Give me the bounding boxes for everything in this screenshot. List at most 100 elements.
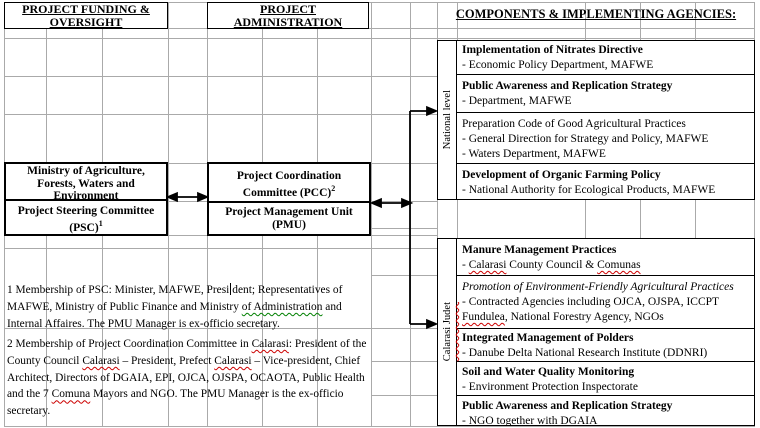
footnote-text: – President, Prefect bbox=[119, 354, 215, 367]
text-cursor bbox=[230, 283, 232, 295]
component-agency: - Contracted Agencies including OJCA, OJ… bbox=[462, 296, 719, 323]
ministry-line: Forests, Waters and bbox=[37, 177, 135, 190]
grid-line bbox=[437, 2, 438, 426]
ministry-line: Ministry of Agriculture, bbox=[27, 165, 145, 177]
component-box-good-practices: Preparation Code of Good Agricultural Pr… bbox=[457, 113, 754, 164]
misspelled-word: Fundulea bbox=[462, 311, 505, 323]
national-level-label-column: National level bbox=[438, 41, 457, 199]
header-project-administration: PROJECT ADMINISTRATION bbox=[207, 2, 369, 29]
component-box-awareness-national: Public Awareness and Replication Strateg… bbox=[457, 75, 754, 113]
grid-line bbox=[371, 361, 437, 362]
footnote-ref: 1 bbox=[98, 218, 103, 228]
pcc-pmu-box: Project Coordination Committee (PCC)2 Pr… bbox=[207, 162, 371, 236]
psc-line: Project Steering Committee bbox=[17, 205, 155, 217]
pcc-abbr: Committee (PCC) bbox=[242, 186, 332, 199]
component-box-nitrates: Implementation of Nitrates Directive - E… bbox=[457, 41, 754, 75]
component-title: Preparation Code of Good Agricultural Pr… bbox=[462, 118, 686, 130]
grid-line bbox=[4, 426, 755, 427]
grid-line bbox=[4, 2, 755, 3]
component-agency: - National Authority for Ecological Prod… bbox=[462, 184, 716, 196]
grid-line bbox=[457, 2, 458, 426]
component-box-manure: Manure Management Practices - Calarasi C… bbox=[457, 239, 754, 276]
component-box-promotion: Promotion of Environment-Friendly Agricu… bbox=[457, 276, 754, 329]
component-title: Promotion of Environment-Friendly Agricu… bbox=[462, 281, 734, 293]
grid-line bbox=[695, 2, 696, 426]
grammar-flagged-phrase: of Administration bbox=[241, 300, 323, 313]
national-level-group: National level Implementation of Nitrate… bbox=[437, 40, 755, 200]
ministry-psc-box: Ministry of Agriculture, Forests, Waters… bbox=[4, 162, 168, 236]
footnote-psc-membership: 1 Membership of PSC: Minister, MAFWE, Pr… bbox=[7, 282, 375, 332]
pcc-line: Project Coordination bbox=[236, 170, 342, 182]
component-title: Development of Organic Farming Policy bbox=[462, 169, 661, 181]
grid-line bbox=[410, 2, 411, 426]
header-line: ADMINISTRATION bbox=[233, 15, 343, 29]
footnote-ref: 2 bbox=[331, 183, 336, 193]
component-box-awareness-calarasi: Public Awareness and Replication Strateg… bbox=[457, 396, 754, 425]
pcc-cell: Project Coordination Committee (PCC)2 bbox=[209, 164, 369, 203]
calarasi-judet-label: Calarasi Judet bbox=[441, 302, 453, 362]
component-agency: - NGO together with DGAIA bbox=[462, 415, 598, 425]
footnote-text: : President of the County Council bbox=[7, 338, 367, 367]
grid-line bbox=[371, 228, 437, 229]
component-box-soil-water: Soil and Water Quality Monitoring - Envi… bbox=[457, 362, 754, 396]
misspelled-word: Calarasi bbox=[251, 338, 289, 350]
national-boxes: Implementation of Nitrates Directive - E… bbox=[457, 41, 754, 199]
component-agency: - Environment Protection Inspectorate bbox=[462, 381, 638, 393]
component-box-polders: Integrated Management of Polders - Danub… bbox=[457, 329, 754, 362]
grid-line bbox=[371, 395, 437, 396]
component-agency: - Economic Policy Department, MAFWE bbox=[462, 59, 654, 71]
footnote-text: dent; Representatives of MAFWE, Ministry… bbox=[7, 284, 343, 313]
grid-line bbox=[4, 28, 755, 29]
arrowhead-right-icon bbox=[197, 191, 210, 203]
component-box-organic-farming: Development of Organic Farming Policy - … bbox=[457, 164, 754, 199]
pmu-cell: Project Management Unit (PMU) bbox=[209, 203, 369, 231]
psc-cell: Project Steering Committee (PSC)1 bbox=[6, 201, 166, 234]
component-title: Soil and Water Quality Monitoring bbox=[462, 366, 635, 378]
misspelled-word: Comuna bbox=[51, 388, 91, 401]
grid-line bbox=[168, 2, 169, 426]
misspelled-word: Calarasi bbox=[214, 354, 252, 367]
grid-line bbox=[754, 2, 755, 426]
calarasi-judet-group: Calarasi Judet Manure Management Practic… bbox=[437, 238, 755, 426]
component-agency: - Waters Department, MAFWE bbox=[462, 148, 606, 160]
arrowhead-right-icon bbox=[426, 318, 439, 330]
header-components-agencies: COMPONENTS & IMPLEMENTING AGENCIES: bbox=[455, 7, 737, 21]
component-agency: - Calarasi County Council & Comunas bbox=[462, 259, 641, 271]
grid-line bbox=[371, 275, 437, 276]
pcc-line: Committee (PCC)2 bbox=[209, 183, 369, 199]
footnote-pcc-membership: 2 Membership of Project Coordination Com… bbox=[7, 336, 375, 420]
misspelled-word: Calarasi bbox=[82, 354, 120, 367]
footnote-text: 1 Membership of PSC: Minister, MAFWE, Pr… bbox=[7, 284, 230, 296]
component-agency: - General Direction for Strategy and Pol… bbox=[462, 133, 709, 145]
component-title: Public Awareness and Replication Strateg… bbox=[462, 80, 673, 92]
grid-line bbox=[4, 38, 755, 39]
component-title: Implementation of Nitrates Directive bbox=[462, 44, 643, 56]
header-line: PROJECT FUNDING & bbox=[22, 2, 150, 16]
misspelled-word: Comunas bbox=[597, 259, 641, 271]
header-project-funding: PROJECT FUNDING & OVERSIGHT bbox=[4, 2, 168, 29]
component-title: Manure Management Practices bbox=[462, 244, 617, 256]
footnote-text: Mayors and NGO. The PMU Manager is the e… bbox=[7, 388, 344, 418]
calarasi-judet-label-column: Calarasi Judet bbox=[438, 239, 457, 425]
grid-line bbox=[640, 2, 641, 426]
misspelled-word: Calarasi bbox=[468, 259, 507, 271]
component-title: Integrated Management of Polders bbox=[462, 332, 634, 344]
calarasi-boxes: Manure Management Practices - Calarasi C… bbox=[457, 239, 754, 425]
footnote-text: – Vice-president, Chief Architect, Direc… bbox=[7, 354, 365, 401]
ministry-cell: Ministry of Agriculture, Forests, Waters… bbox=[6, 164, 166, 202]
component-agency: - Danube Delta National Research Institu… bbox=[462, 347, 708, 359]
arrowhead-left-icon bbox=[165, 191, 178, 203]
psc-abbr: (PSC) bbox=[69, 221, 99, 234]
component-title: Public Awareness and Replication Strateg… bbox=[462, 400, 673, 412]
header-line: OVERSIGHT bbox=[49, 15, 123, 29]
footnote-text: and Internal Affaires. The PMU Manager i… bbox=[7, 300, 342, 330]
component-agency: - Department, MAFWE bbox=[462, 95, 572, 107]
pmu-line: Project Management Unit bbox=[225, 206, 353, 218]
footnote-text: 2 Membership of Project Coordination Com… bbox=[7, 338, 252, 350]
grid-line bbox=[371, 2, 372, 426]
ministry-line: Environment bbox=[53, 190, 119, 202]
grid-line bbox=[585, 2, 586, 426]
header-line: PROJECT bbox=[259, 2, 316, 16]
grid-line bbox=[4, 114, 755, 115]
